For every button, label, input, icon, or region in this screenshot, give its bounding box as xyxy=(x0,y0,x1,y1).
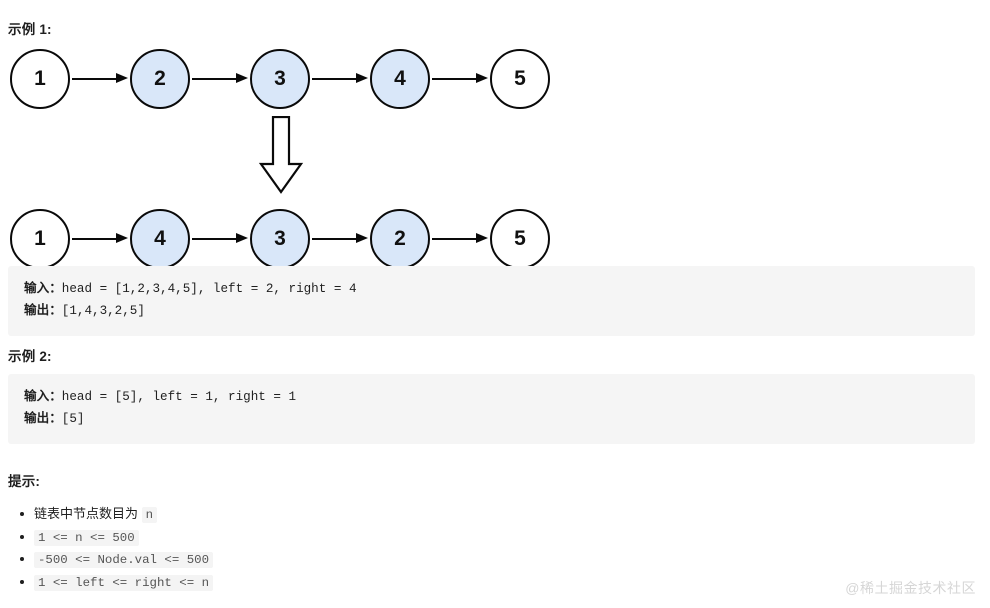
list-node: 1 xyxy=(10,209,70,269)
arrow-shaft-icon xyxy=(312,238,360,241)
input-label: 输入： xyxy=(24,281,62,295)
hints-list: 链表中节点数目为 n 1 <= n <= 500 -500 <= Node.va… xyxy=(8,504,634,594)
arrow-shaft-icon xyxy=(192,238,240,241)
example-1-heading: 示例 1: xyxy=(8,22,52,37)
arrow-shaft-icon xyxy=(312,78,360,81)
hint-item: -500 <= Node.val <= 500 xyxy=(20,549,634,571)
arrow-head-icon xyxy=(356,73,368,83)
input-value: head = [5], left = 1, right = 1 xyxy=(61,390,297,404)
example-1-code-block: 输入：head = [1,2,3,4,5], left = 2, right =… xyxy=(8,266,975,336)
example-1-output-line: 输出：[1,4,3,2,5] xyxy=(24,300,959,322)
output-value: [1,4,3,2,5] xyxy=(61,304,145,318)
node-row-before: 1 2 3 4 5 xyxy=(0,40,560,120)
block-arrow-down-icon xyxy=(258,116,304,194)
example-2-heading: 示例 2: xyxy=(8,349,52,364)
hint-code: 1 <= n <= 500 xyxy=(34,529,139,546)
example-1-input-line: 输入：head = [1,2,3,4,5], left = 2, right =… xyxy=(24,278,959,300)
list-arrow-4-5 xyxy=(432,73,492,83)
list-arrow-3-4 xyxy=(312,73,372,83)
linked-list-diagram-before: 1 2 3 4 5 xyxy=(0,40,560,120)
output-value: [5] xyxy=(61,412,85,426)
list-node: 2 xyxy=(130,49,190,109)
output-label: 输出： xyxy=(24,303,62,317)
hints-heading: 提示: xyxy=(8,474,41,489)
hint-item: 1 <= left <= right <= n xyxy=(20,572,634,594)
arrow-head-icon xyxy=(236,233,248,243)
watermark: @稀土掘金技术社区 xyxy=(845,580,976,596)
example-2-output-line: 输出：[5] xyxy=(24,408,959,430)
list-node: 4 xyxy=(130,209,190,269)
list-node: 2 xyxy=(370,209,430,269)
list-arrow-2-3 xyxy=(192,73,252,83)
list-arrow-4-3 xyxy=(192,233,252,243)
hint-code: -500 <= Node.val <= 500 xyxy=(34,552,214,568)
hint-code: 1 <= left <= right <= n xyxy=(34,574,214,591)
hint-item: 链表中节点数目为 n xyxy=(20,504,634,526)
list-arrow-2-5 xyxy=(432,233,492,243)
hint-code: n xyxy=(141,507,158,523)
arrow-shaft-icon xyxy=(192,78,240,81)
arrow-shaft-icon xyxy=(72,238,120,241)
list-node: 3 xyxy=(250,209,310,269)
list-node: 5 xyxy=(490,49,550,109)
input-value: head = [1,2,3,4,5], left = 2, right = 4 xyxy=(61,282,357,296)
list-arrow-1-2 xyxy=(72,73,132,83)
list-arrow-1-4 xyxy=(72,233,132,243)
arrow-shaft-icon xyxy=(72,78,120,81)
list-node: 5 xyxy=(490,209,550,269)
arrow-head-icon xyxy=(236,73,248,83)
arrow-head-icon xyxy=(476,73,488,83)
hint-item: 1 <= n <= 500 xyxy=(20,527,634,549)
hint-text: 链表中节点数目为 xyxy=(34,506,142,521)
example-2-input-line: 输入：head = [5], left = 1, right = 1 xyxy=(24,386,959,408)
list-node: 3 xyxy=(250,49,310,109)
list-arrow-3-2 xyxy=(312,233,372,243)
input-label: 输入： xyxy=(24,389,62,403)
arrow-shaft-icon xyxy=(432,238,480,241)
arrow-head-icon xyxy=(476,233,488,243)
arrow-head-icon xyxy=(116,233,128,243)
arrow-shaft-icon xyxy=(432,78,480,81)
arrow-head-icon xyxy=(356,233,368,243)
arrow-head-icon xyxy=(116,73,128,83)
list-node: 4 xyxy=(370,49,430,109)
example-2-code-block: 输入：head = [5], left = 1, right = 1 输出：[5… xyxy=(8,374,975,444)
list-node: 1 xyxy=(10,49,70,109)
output-label: 输出： xyxy=(24,411,62,425)
